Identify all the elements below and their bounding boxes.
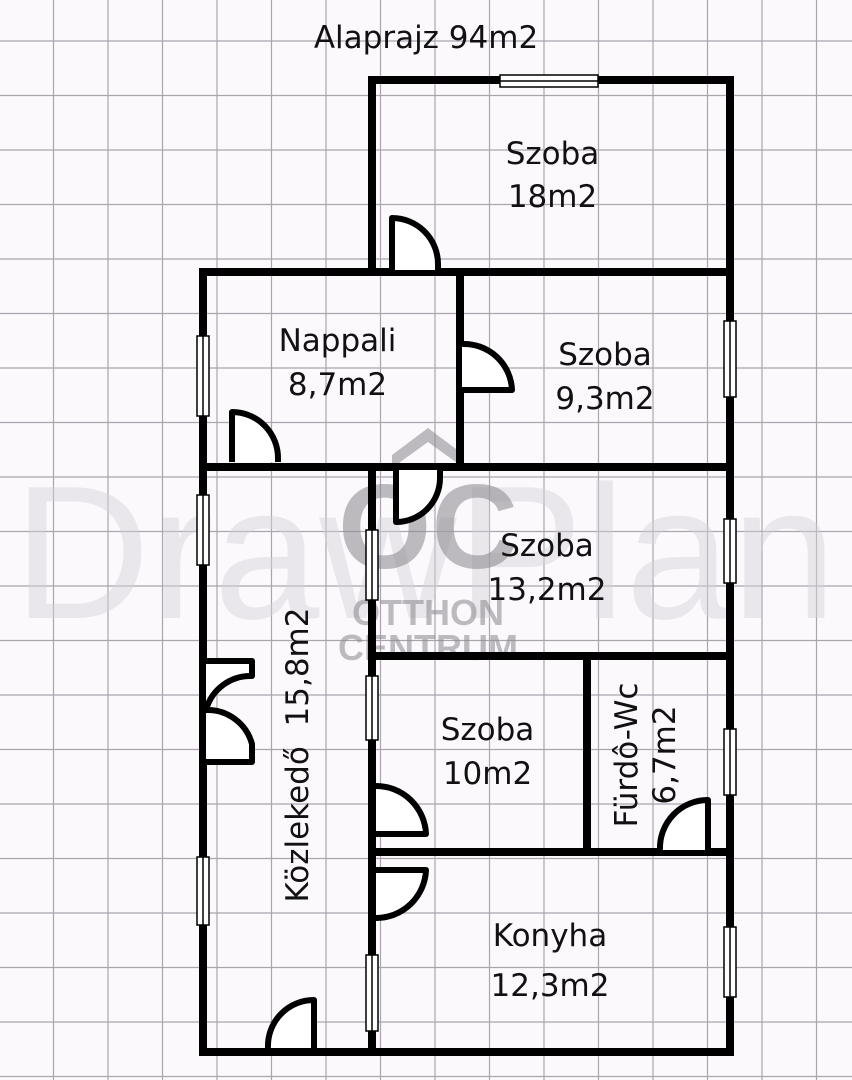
window-konyha-left [365, 954, 379, 1032]
room-area: 9,3m2 [555, 381, 655, 417]
room-name: Szoba [500, 528, 594, 564]
room-szoba-18: Szoba 18m2 [470, 135, 635, 216]
room-area: 15,8m2 [280, 607, 316, 727]
window-nappali [196, 335, 210, 417]
room-name: Fürdô-Wc [609, 682, 645, 828]
room-name: Szoba [558, 337, 652, 373]
room-szoba-9: Szoba 9,3m2 [520, 336, 690, 418]
room-konyha: Konyha 12,3m2 [470, 917, 630, 1005]
door-szoba-9 [461, 340, 515, 393]
room-area: 12,3m2 [490, 968, 610, 1004]
window-top [499, 74, 599, 88]
room-area: 13,2m2 [487, 572, 607, 608]
room-area: 6,7m2 [647, 705, 683, 805]
room-name: Konyha [492, 918, 608, 954]
door-szoba-10 [375, 782, 429, 837]
room-nappali: Nappali 8,7m2 [250, 322, 425, 404]
door-nappali [229, 409, 281, 462]
door-furdo [656, 796, 711, 851]
door-kozlekedo-double [203, 658, 255, 765]
window-konyha-right [723, 926, 737, 998]
window-kozlekedo-1 [196, 494, 210, 566]
doors [203, 215, 711, 1049]
window-furdo [723, 728, 737, 796]
window-szoba-10 [365, 675, 379, 741]
windows [196, 74, 737, 1032]
room-name: Szoba [505, 136, 600, 172]
window-kozlekedo-2 [196, 856, 210, 926]
window-szoba-13-right [723, 518, 737, 584]
logo-line2: CENTRUM [338, 627, 518, 668]
room-name: Közlekedő [280, 746, 316, 903]
door-szoba-13 [393, 470, 443, 525]
room-area: 18m2 [507, 179, 598, 215]
window-szoba-13-left [365, 529, 379, 601]
door-konyha [375, 867, 429, 922]
door-szoba-18 [389, 215, 441, 270]
door-kozlekedo-bottom [264, 996, 317, 1049]
room-area: 10m2 [442, 756, 533, 792]
room-szoba-10: Szoba 10m2 [405, 711, 570, 793]
plan-title: Alaprajz 94m2 [313, 20, 539, 56]
room-name: Nappali [278, 323, 397, 359]
room-name: Szoba [440, 712, 535, 748]
room-area: 8,7m2 [287, 367, 388, 403]
window-szoba-9 [723, 320, 737, 398]
room-szoba-13: Szoba 13,2m2 [462, 527, 632, 609]
